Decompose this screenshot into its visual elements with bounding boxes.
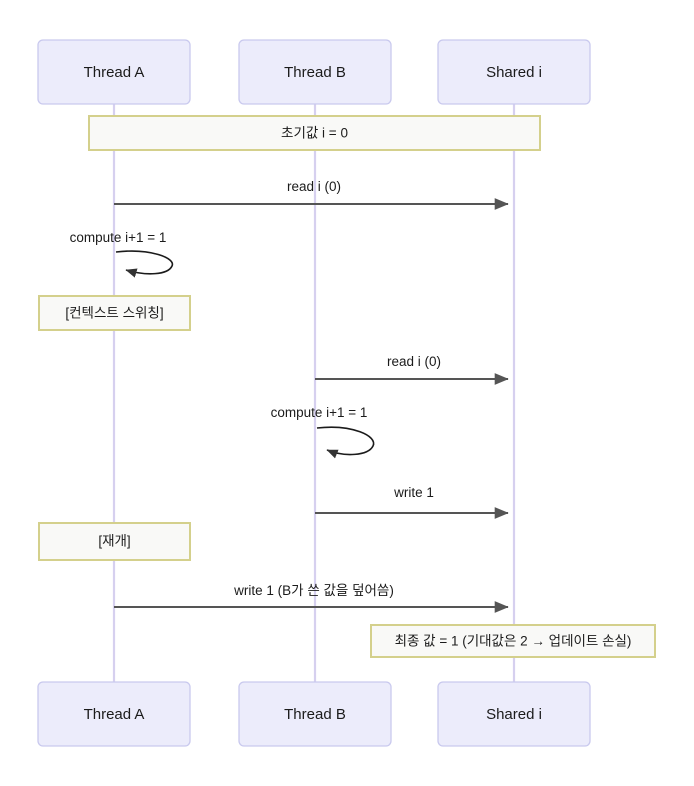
participant-label-shared-i-top: Shared i [486,64,542,81]
participant-label-shared-i-bottom: Shared i [486,706,542,723]
note-final-value-label: 최종 값 = 1 (기대값은 2 → 업데이트 손실) [395,634,632,649]
note-box [88,115,541,151]
message-label-read-i-a: read i (0) [287,179,341,194]
message-write-thread-a[interactable]: write 1 (B가 쓴 값을 덮어씀) [114,583,509,613]
note-context-switch[interactable]: [컨텍스트 스위칭] [38,295,191,331]
participant-shared-i-top[interactable]: Shared i [437,39,591,105]
participant-boxes-bottom: Thread A Thread B Shared i [37,681,591,747]
message-compute-thread-b[interactable]: compute i+1 = 1 [271,405,375,459]
message-write-thread-b[interactable]: write 1 [315,485,509,519]
message-label-write-b: write 1 [393,485,434,500]
message-selfloop-compute-a [115,250,174,278]
message-label-write-a: write 1 (B가 쓴 값을 덮어씀) [233,583,394,598]
participant-label-thread-a-bottom: Thread A [84,706,145,723]
participant-thread-a-bottom[interactable]: Thread A [37,681,191,747]
note-box [38,295,191,331]
participant-box [437,39,591,105]
participant-box [238,681,392,747]
participant-box [238,39,392,105]
participant-box [37,39,191,105]
participant-thread-b-bottom[interactable]: Thread B [238,681,392,747]
participant-thread-a-top[interactable]: Thread A [37,39,191,105]
note-resume-label: [재개] [98,534,130,549]
participant-label-thread-b-bottom: Thread B [284,706,346,723]
message-label-compute-b: compute i+1 = 1 [271,405,368,420]
participant-box [37,681,191,747]
note-context-switch-label: [컨텍스트 스위칭] [65,306,163,321]
note-final-value[interactable]: 최종 값 = 1 (기대값은 2 → 업데이트 손실) [370,624,656,658]
message-label-read-i-b: read i (0) [387,354,441,369]
participant-shared-i-bottom[interactable]: Shared i [437,681,591,747]
message-compute-thread-a[interactable]: compute i+1 = 1 [70,230,174,278]
note-box [370,624,656,658]
participant-box [437,681,591,747]
note-box [38,522,191,561]
participant-label-thread-b-top: Thread B [284,64,346,81]
participant-thread-b-top[interactable]: Thread B [238,39,392,105]
participant-boxes-top: Thread A Thread B Shared i [37,39,591,105]
message-read-i-thread-a[interactable]: read i (0) [114,179,509,210]
lifelines [112,104,516,682]
note-initial-value[interactable]: 초기값 i = 0 [88,115,541,151]
message-label-compute-a: compute i+1 = 1 [70,230,167,245]
message-read-i-thread-b[interactable]: read i (0) [315,354,509,385]
participant-label-thread-a-top: Thread A [84,64,145,81]
note-resume[interactable]: [재개] [38,522,191,561]
message-selfloop-compute-b [316,426,375,459]
note-initial-value-label: 초기값 i = 0 [281,126,348,141]
